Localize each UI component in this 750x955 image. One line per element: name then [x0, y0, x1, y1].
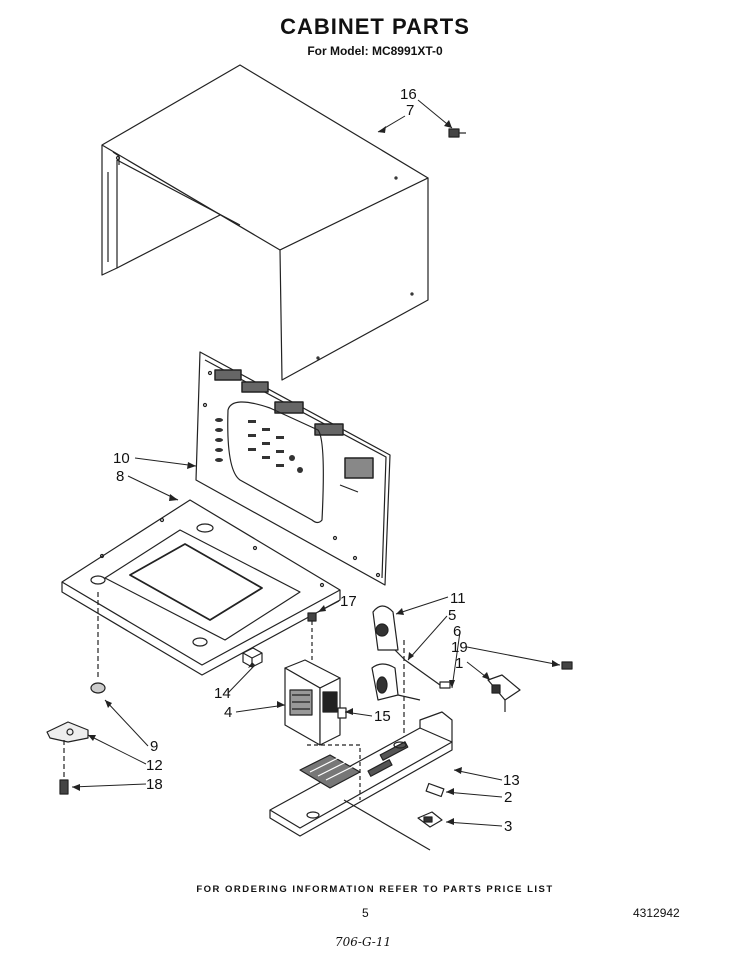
bracket-screw — [59, 740, 69, 795]
base-foot — [90, 592, 106, 694]
callout-9: 9 — [150, 738, 158, 755]
document-number: 4312942 — [633, 906, 680, 920]
thermal-protector — [487, 674, 521, 712]
callout-16: 16 — [400, 86, 417, 103]
callout-13: 13 — [503, 772, 520, 789]
callout-19: 19 — [451, 639, 468, 656]
callout-18: 18 — [146, 776, 163, 793]
callout-2: 2 — [504, 789, 512, 806]
model-subtitle: For Model: MC8991XT-0 — [307, 44, 443, 58]
callout-7: 7 — [406, 102, 414, 119]
transformer-screw — [307, 612, 317, 660]
callout-10: 10 — [113, 450, 130, 467]
spacer — [425, 782, 445, 798]
handwritten-note: 706-G-11 — [335, 935, 392, 949]
callout-1: 1 — [455, 655, 463, 672]
callout-6: 6 — [453, 623, 461, 640]
callout-15: 15 — [374, 708, 391, 725]
mounting-clip — [417, 811, 443, 828]
back-panel — [195, 351, 391, 586]
component-base-plate — [269, 711, 453, 851]
callout-17: 17 — [340, 593, 357, 610]
page-title: CABINET PARTS — [280, 14, 470, 39]
protector-screw — [561, 661, 573, 670]
ordering-note: FOR ORDERING INFORMATION REFER TO PARTS … — [196, 884, 554, 895]
callout-8: 8 — [116, 468, 124, 485]
base-pan — [61, 499, 341, 676]
callout-labels: 16 7 10 8 17 11 5 6 19 1 14 4 15 13 2 3 … — [113, 86, 520, 835]
callout-11: 11 — [450, 590, 466, 607]
high-voltage-capacitor — [371, 605, 451, 750]
callout-12: 12 — [146, 757, 163, 774]
cabinet-screw — [448, 128, 466, 138]
insulator-block — [242, 647, 263, 668]
arrowheads — [72, 120, 560, 825]
callout-4: 4 — [224, 704, 232, 721]
outer-cabinet-wrapper — [101, 64, 429, 381]
high-voltage-transformer — [284, 659, 347, 746]
page-number: 5 — [362, 906, 369, 920]
foot-bracket — [46, 721, 89, 743]
callout-5: 5 — [448, 607, 456, 624]
callout-3: 3 — [504, 818, 512, 835]
callout-14: 14 — [214, 685, 231, 702]
